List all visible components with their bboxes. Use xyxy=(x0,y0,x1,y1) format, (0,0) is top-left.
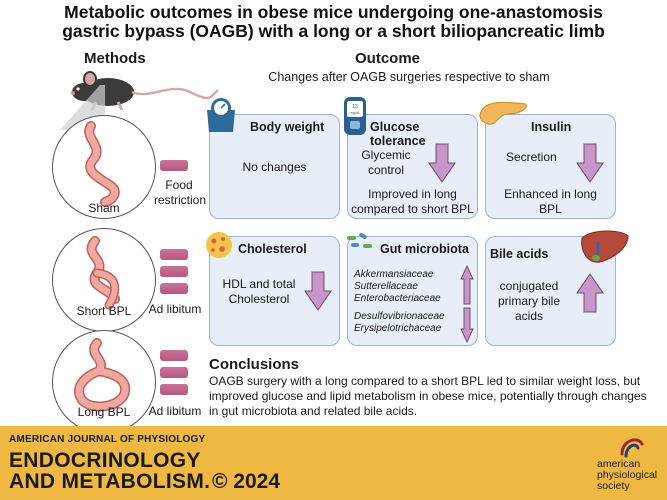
sham-circle: Sham xyxy=(52,115,156,219)
scale-icon xyxy=(207,98,235,132)
sham-intestine-icon xyxy=(84,121,120,207)
insulin-panel: Insulin Secretion Enhanced in long BPL xyxy=(485,114,616,219)
journal-name-line2: AND METABOLISM. xyxy=(9,470,211,493)
body-weight-text: No changes xyxy=(242,160,307,174)
sham-label: Sham xyxy=(88,201,120,215)
food-pill xyxy=(160,266,188,277)
glucose-title: Glucose tolerance xyxy=(370,120,426,148)
pancreas-icon xyxy=(479,101,527,125)
bile-acids-title: Bile acids xyxy=(490,247,549,261)
outcome-subtitle: Changes after OAGB surgeries respective … xyxy=(268,70,550,84)
down-arrow-icon xyxy=(428,143,456,183)
cholesterol-panel: Cholesterol HDL and total Cholesterol xyxy=(209,236,340,346)
cholesterol-icon xyxy=(206,232,232,258)
title-line-2: gastric bypass (OAGB) with a long or a s… xyxy=(62,21,605,41)
gut-microbiota-panel: Gut microbiota Akkermansiaceae Sutterell… xyxy=(347,236,478,346)
journal-name-line1: ENDOCRINOLOGY xyxy=(9,449,201,472)
long-bpl-label: Long BPL xyxy=(77,405,131,419)
figure-title: Metabolic outcomes in obese mice undergo… xyxy=(0,3,667,41)
glucose-improved-text: Improved in long compared to short BPL xyxy=(351,187,474,216)
journal-series: AMERICAN JOURNAL OF PHYSIOLOGY xyxy=(9,434,206,445)
long-bpl-feeding-label: Ad libitum xyxy=(148,404,202,418)
gut-up-taxon: Sutterellaceae xyxy=(354,281,418,292)
conclusions-heading: Conclusions xyxy=(209,356,300,373)
svg-text:13: 13 xyxy=(352,104,358,110)
up-arrow-icon xyxy=(460,265,474,305)
gut-up-taxon: Akkermansiaceae xyxy=(354,269,434,280)
body-weight-title: Body weight xyxy=(250,120,325,134)
insulin-title: Insulin xyxy=(531,120,572,134)
food-pill xyxy=(160,283,188,294)
conclusions-text: OAGB surgery with a long compared to a s… xyxy=(209,374,647,418)
bacteria-icon xyxy=(347,233,372,248)
glucometer-icon: 13 mg/dL xyxy=(344,97,366,135)
gut-down-taxon: Erysipelotrichaceae xyxy=(354,323,442,334)
food-pill xyxy=(160,160,188,171)
liver-icon xyxy=(581,230,629,263)
title-line-1: Metabolic outcomes in obese mice undergo… xyxy=(64,2,603,22)
bile-acids-text: conjugated primary bile acids xyxy=(497,279,560,323)
cholesterol-text: HDL and total Cholesterol xyxy=(222,277,296,306)
food-pill xyxy=(160,384,188,395)
gut-down-taxon: Desulfovibrionaceae xyxy=(354,311,445,322)
short-bpl-circle: Short BPL xyxy=(52,228,156,332)
insulin-enhanced-text: Enhanced in long BPL xyxy=(504,187,597,216)
aps-society-name: american physiological society xyxy=(597,458,658,492)
down-arrow-icon xyxy=(304,271,332,311)
aps-logo-icon xyxy=(620,438,644,458)
glucose-control-text: Glycemic control xyxy=(361,148,411,177)
gut-up-taxon: Enterobacteriaceae xyxy=(354,293,441,304)
mouse-icon xyxy=(71,71,219,111)
long-bpl-intestine-icon xyxy=(74,338,131,412)
svg-text:mg/dL: mg/dL xyxy=(349,110,361,115)
sham-feeding-label: Food restriction xyxy=(154,178,207,207)
up-arrow-icon xyxy=(576,273,604,313)
copyright: © 2024 xyxy=(212,470,281,493)
methods-heading: Methods xyxy=(84,50,146,67)
long-bpl-circle: Long BPL xyxy=(52,330,156,434)
food-pill xyxy=(160,367,188,378)
journal-footer xyxy=(0,426,667,500)
food-pill xyxy=(160,249,188,260)
insulin-secretion-text: Secretion xyxy=(506,150,557,164)
gut-microbiota-title: Gut microbiota xyxy=(380,242,469,256)
short-bpl-feeding-label: Ad libitum xyxy=(148,302,202,316)
cholesterol-title: Cholesterol xyxy=(238,242,307,256)
glucose-panel: Glucose tolerance Glycemic control Impro… xyxy=(347,114,478,219)
outcome-heading: Outcome xyxy=(355,50,421,67)
short-bpl-label: Short BPL xyxy=(76,304,132,318)
food-pill xyxy=(160,350,188,361)
down-arrow-icon xyxy=(460,307,474,343)
down-arrow-icon xyxy=(576,143,604,183)
short-bpl-intestine-icon xyxy=(86,236,120,310)
